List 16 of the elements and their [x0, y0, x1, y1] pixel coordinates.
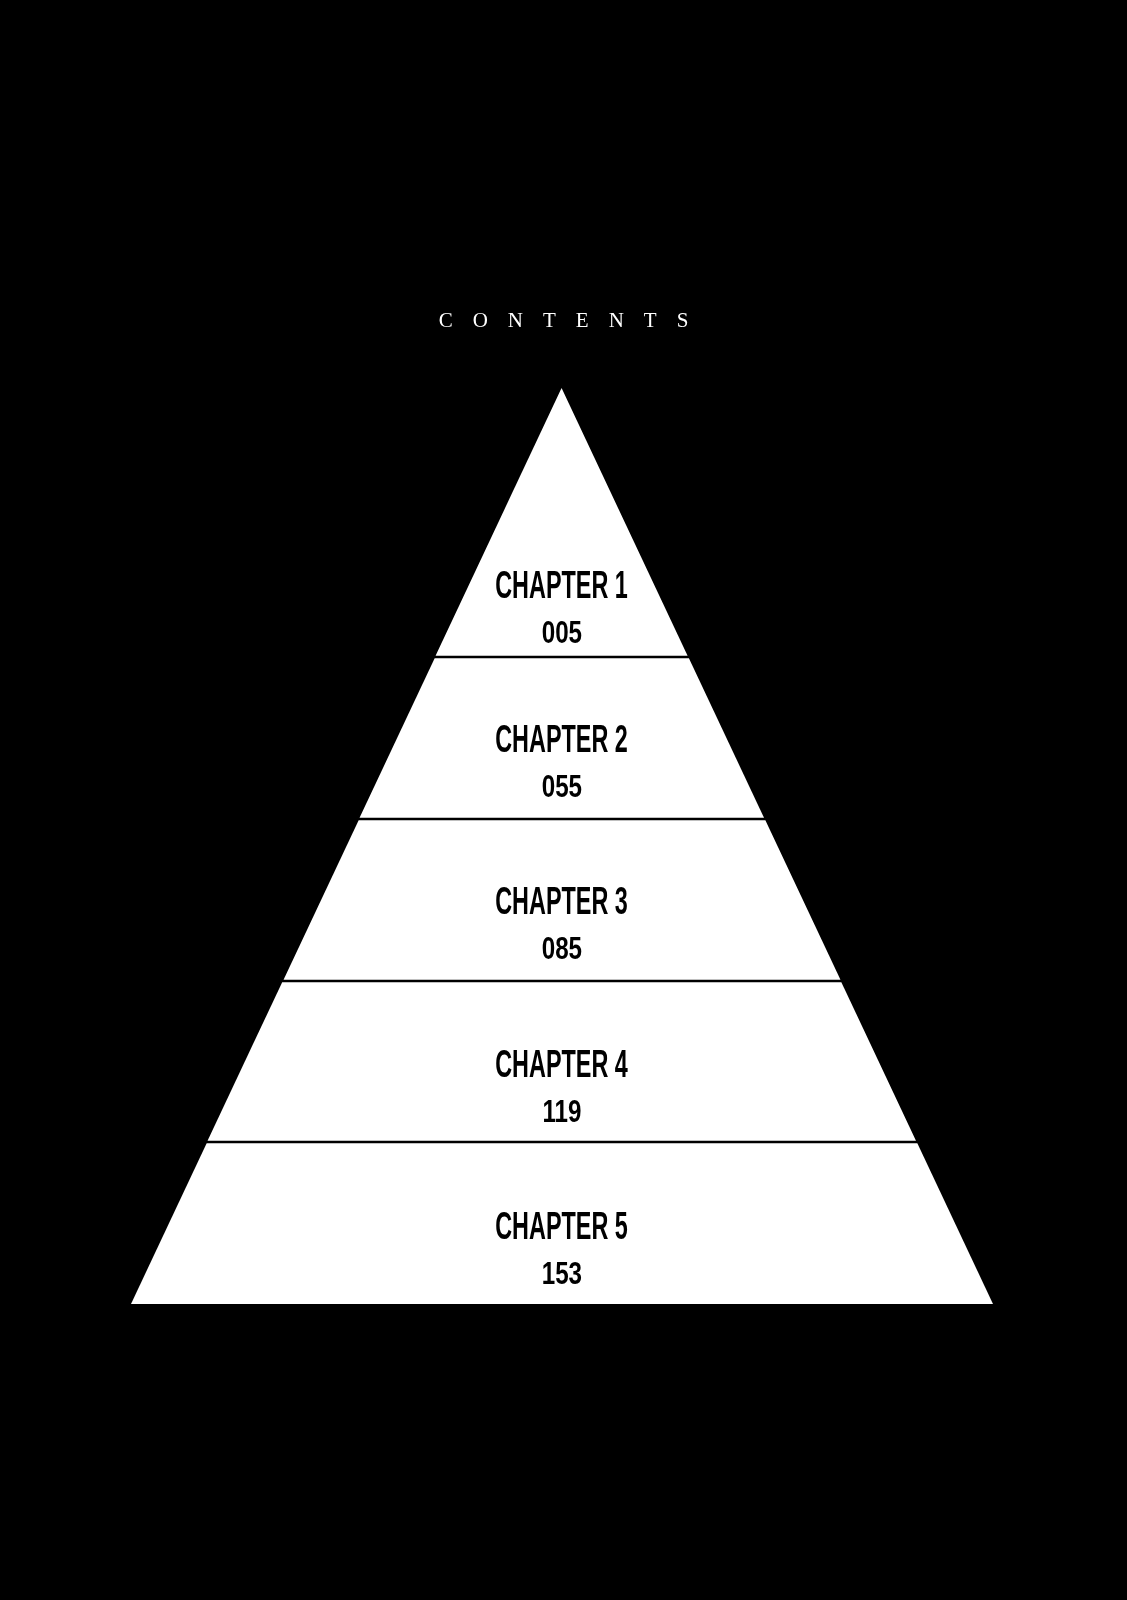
- page-number: 005: [541, 616, 583, 648]
- page-number: 153: [541, 1257, 583, 1289]
- page-number: 055: [541, 770, 583, 802]
- pyramid-tier: [435, 388, 689, 657]
- pyramid-tier: [131, 1142, 993, 1304]
- chapter-title: CHAPTER 5: [495, 1205, 629, 1245]
- chapter-title: CHAPTER 2: [495, 718, 629, 758]
- chapter-title: CHAPTER 1: [495, 564, 629, 604]
- chapter-title: CHAPTER 3: [495, 880, 629, 920]
- page-number: 085: [541, 932, 583, 964]
- pyramid-tier: [207, 981, 917, 1142]
- pyramid-tier: [282, 819, 841, 981]
- pyramid-tier: [359, 657, 765, 819]
- contents-heading: CONTENTS: [437, 310, 709, 331]
- page-number: 119: [542, 1095, 582, 1127]
- chapter-title: CHAPTER 4: [495, 1043, 629, 1083]
